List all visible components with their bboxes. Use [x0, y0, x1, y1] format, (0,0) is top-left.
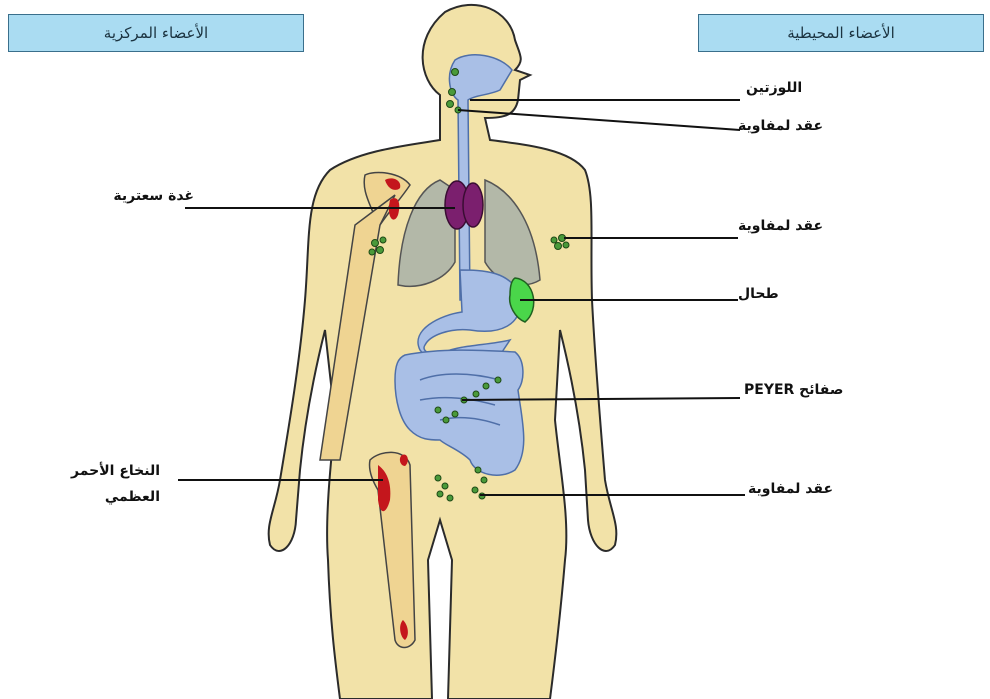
- label-bone-marrow-line2: العظمي: [50, 484, 160, 510]
- peripheral-organs-header: الأعضاء المحيطية: [698, 14, 984, 52]
- label-lymph-nodes-neck: عقد لمفاوية: [738, 118, 823, 134]
- label-lymph-nodes-groin: عقد لمفاوية: [748, 481, 833, 497]
- label-bone-marrow: النخاع الأحمر العظمي: [50, 458, 160, 510]
- label-tonsils: اللوزتين: [746, 80, 802, 96]
- label-thymus: غدة سعترية: [80, 188, 194, 204]
- label-peyer-patches: صفائح PEYER: [744, 382, 843, 398]
- label-spleen: طحال: [738, 286, 779, 302]
- label-bone-marrow-line1: النخاع الأحمر: [50, 458, 160, 484]
- label-lymph-nodes-armpit: عقد لمفاوية: [738, 218, 823, 234]
- central-organs-header: الأعضاء المركزية: [8, 14, 304, 52]
- thymus-gland: [445, 181, 483, 229]
